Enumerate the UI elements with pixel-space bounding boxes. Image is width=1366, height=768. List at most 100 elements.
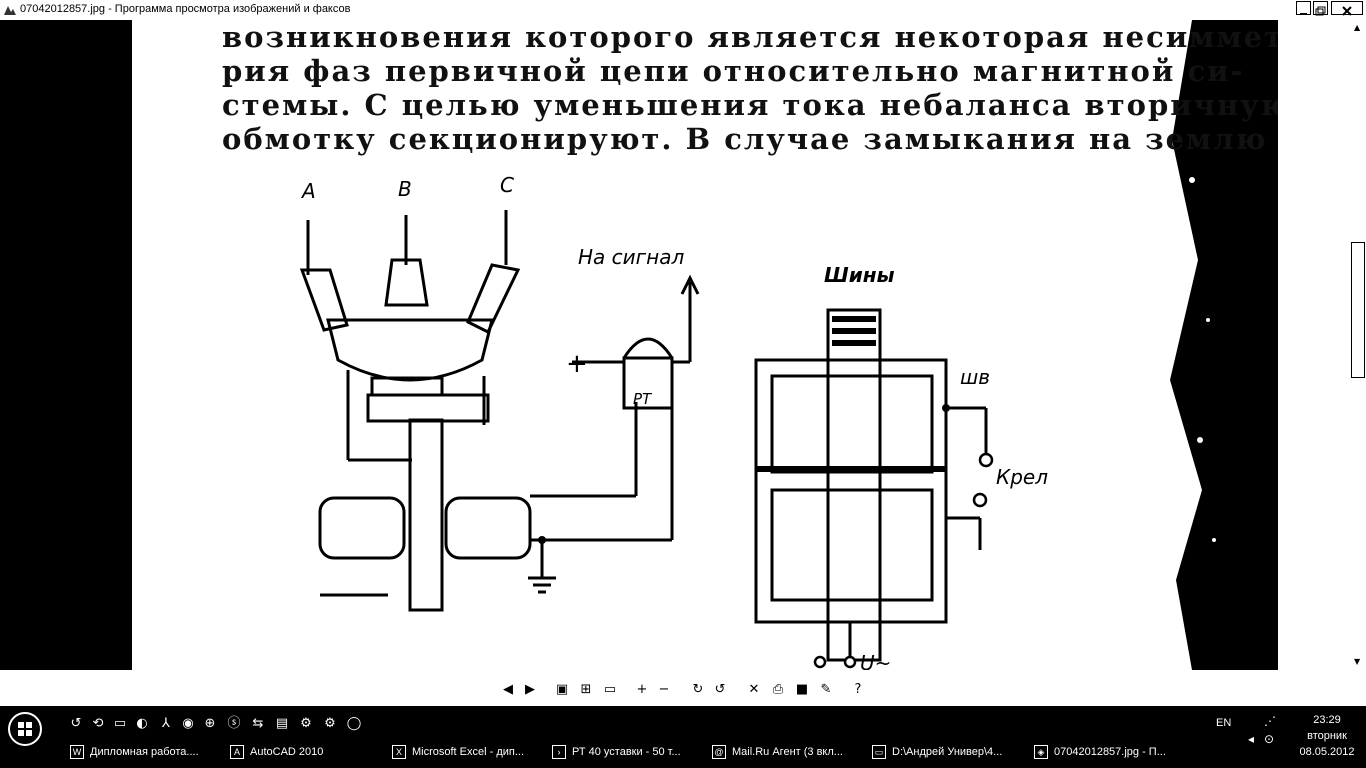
taskbar-item[interactable]: A AutoCAD 2010 [230,741,370,763]
media-player-icon[interactable]: ◐ [136,716,148,731]
taskbar-item-label: Mail.Ru Агент (3 вкл... [732,746,843,758]
quicklaunch-icon[interactable]: ⟲ [92,716,104,731]
language-indicator[interactable]: EN [1216,717,1232,729]
taskbar-item-label: AutoCAD 2010 [250,746,324,758]
text-line: возникновения которого является некотора… [222,20,1278,54]
show-desktop-icon[interactable]: ▭ [113,716,127,731]
relay-box [622,356,674,410]
bus-conductor [408,418,444,612]
next-image-icon[interactable]: ▶ [525,682,535,697]
scroll-up-icon[interactable]: ▲ [1354,23,1361,32]
taskbar-item[interactable]: W Дипломная работа.... [70,741,210,763]
edit-icon[interactable]: ✎ [820,682,832,697]
bushing-b [384,258,429,307]
firefox-icon[interactable]: ◉ [182,716,194,731]
globe-icon[interactable]: ⊕ [204,716,216,731]
winding-label: шв [960,365,990,389]
circuit-diagram: A B C На сигнал + РТ Шины шв Крел U~ [299,173,1048,670]
phase-b-label: B [398,177,412,201]
windows-logo-icon [18,722,32,736]
word-icon: W [70,745,84,760]
settings-icon[interactable]: ⚙ [300,716,312,731]
core-section-bottom [770,488,934,602]
close-icon [1342,6,1352,16]
plus-label: + [566,349,588,379]
browser-icon: › [552,745,566,760]
taskbar-item[interactable]: @ Mail.Ru Агент (3 вкл... [712,741,862,763]
zoom-in-icon[interactable]: + [636,682,648,697]
taskbar-item[interactable]: X Microsoft Excel - дип... [392,741,542,763]
text-line: рия фаз первичной цепи относительно магн… [222,54,1245,88]
help-icon[interactable]: ? [854,682,862,697]
taskbar-item[interactable]: ◈ 07042012857.jpg - П... [1034,741,1184,763]
opera-icon[interactable]: ◯ [346,716,362,731]
scroll-thumb[interactable] [1351,242,1365,378]
actual-size-icon[interactable]: ⊞ [580,682,592,697]
relay-label: РТ [633,390,653,408]
rotate-counterclockwise-icon[interactable]: ↺ [714,682,726,697]
previous-image-icon[interactable]: ◀ [503,682,513,697]
scanned-text: возникновения которого является некотора… [222,20,1278,156]
taskbar-item-label: Microsoft Excel - дип... [412,746,525,758]
image-viewer-icon [4,6,16,15]
close-button[interactable] [1331,1,1363,16]
ct-left [318,496,406,560]
acrobat-icon[interactable]: ⅄ [162,716,170,731]
autocad-icon: A [230,745,244,760]
taskbar-item-label: 07042012857.jpg - П... [1054,746,1166,758]
bushing-a [299,268,349,332]
zoom-out-icon[interactable]: − [658,682,670,697]
taskbar-item[interactable]: › РТ 40 уставки - 50 т... [552,741,702,763]
skype-icon[interactable]: ⓢ [227,716,241,731]
restore-icon [1315,6,1326,16]
print-icon[interactable]: ⎙ [772,682,784,697]
link-icon[interactable]: ⇆ [252,716,264,731]
gear-icon[interactable]: ⚙ [324,716,336,731]
excel-icon: X [392,745,406,760]
clock[interactable]: 23:29 вторник 08.05.2012 [1292,712,1362,760]
slideshow-icon[interactable]: ▭ [603,682,617,697]
supply-label: U~ [860,651,891,670]
signal-label: На сигнал [578,245,684,269]
clock-time: 23:29 [1313,714,1341,726]
tray-arrow-icon[interactable]: ◂ [1248,732,1255,746]
clock-date: 08.05.2012 [1299,746,1355,758]
taskbar-item-label: Дипломная работа.... [90,746,199,758]
save-icon[interactable]: ■ [795,682,809,697]
maximize-button[interactable] [1313,1,1328,16]
start-button[interactable] [8,712,42,746]
page-dark-edge [1162,20,1278,670]
quicklaunch-icon[interactable]: ↺ [70,716,82,731]
taskbar-item-label: РТ 40 уставки - 50 т... [572,746,681,758]
buses-label: Шины [824,263,895,287]
image-viewport[interactable]: возникновения которого является некотора… [0,20,1350,676]
taskbar-item-label: D:\Андрей Универ\4... [892,746,1003,758]
taskbar: ↺ ⟲ ▭ ◐ ⅄ ◉ ⊕ ⓢ ⇆ ▤ ⚙ ⚙ ◯ W Дипломная раб… [0,706,1366,768]
image-viewer-icon: ◈ [1034,745,1048,760]
text-line: стемы. С целью уменьшения тока небаланса… [222,88,1278,122]
relay-dome [622,337,674,359]
minimize-icon [1300,13,1307,15]
volume-icon[interactable]: ⊙ [1264,732,1275,746]
taskbar-item[interactable]: ▭ D:\Андрей Универ\4... [872,741,1022,763]
delete-icon[interactable]: ✕ [748,682,760,697]
vertical-scrollbar[interactable]: ▲ ▼ [1350,20,1366,676]
viewport-background [0,20,72,670]
phase-c-label: C [500,173,514,197]
rotate-clockwise-icon[interactable]: ↻ [692,682,704,697]
mail-agent-icon: @ [712,745,726,760]
page-shadow [72,20,132,670]
title-bar: 07042012857.jpg - Программа просмотра из… [0,0,1366,20]
minimize-button[interactable] [1296,1,1311,15]
ct-right [444,496,532,560]
scroll-down-icon[interactable]: ▼ [1354,657,1361,666]
scanned-page: возникновения которого является некотора… [72,20,1278,670]
autocad-quick-icon[interactable]: ▤ [275,716,289,731]
relay-coil-label: Крел [996,465,1048,489]
best-fit-icon[interactable]: ▣ [555,682,569,697]
viewer-toolbar: ◀ ▶ ▣ ⊞ ▭ + − ↻ ↺ ✕ ⎙ ■ ✎ ? [0,676,1366,706]
network-icon[interactable]: ⋰ [1264,714,1276,728]
folder-icon: ▭ [872,745,886,760]
phase-a-label: A [300,179,316,203]
bus-bar-right [826,308,882,662]
